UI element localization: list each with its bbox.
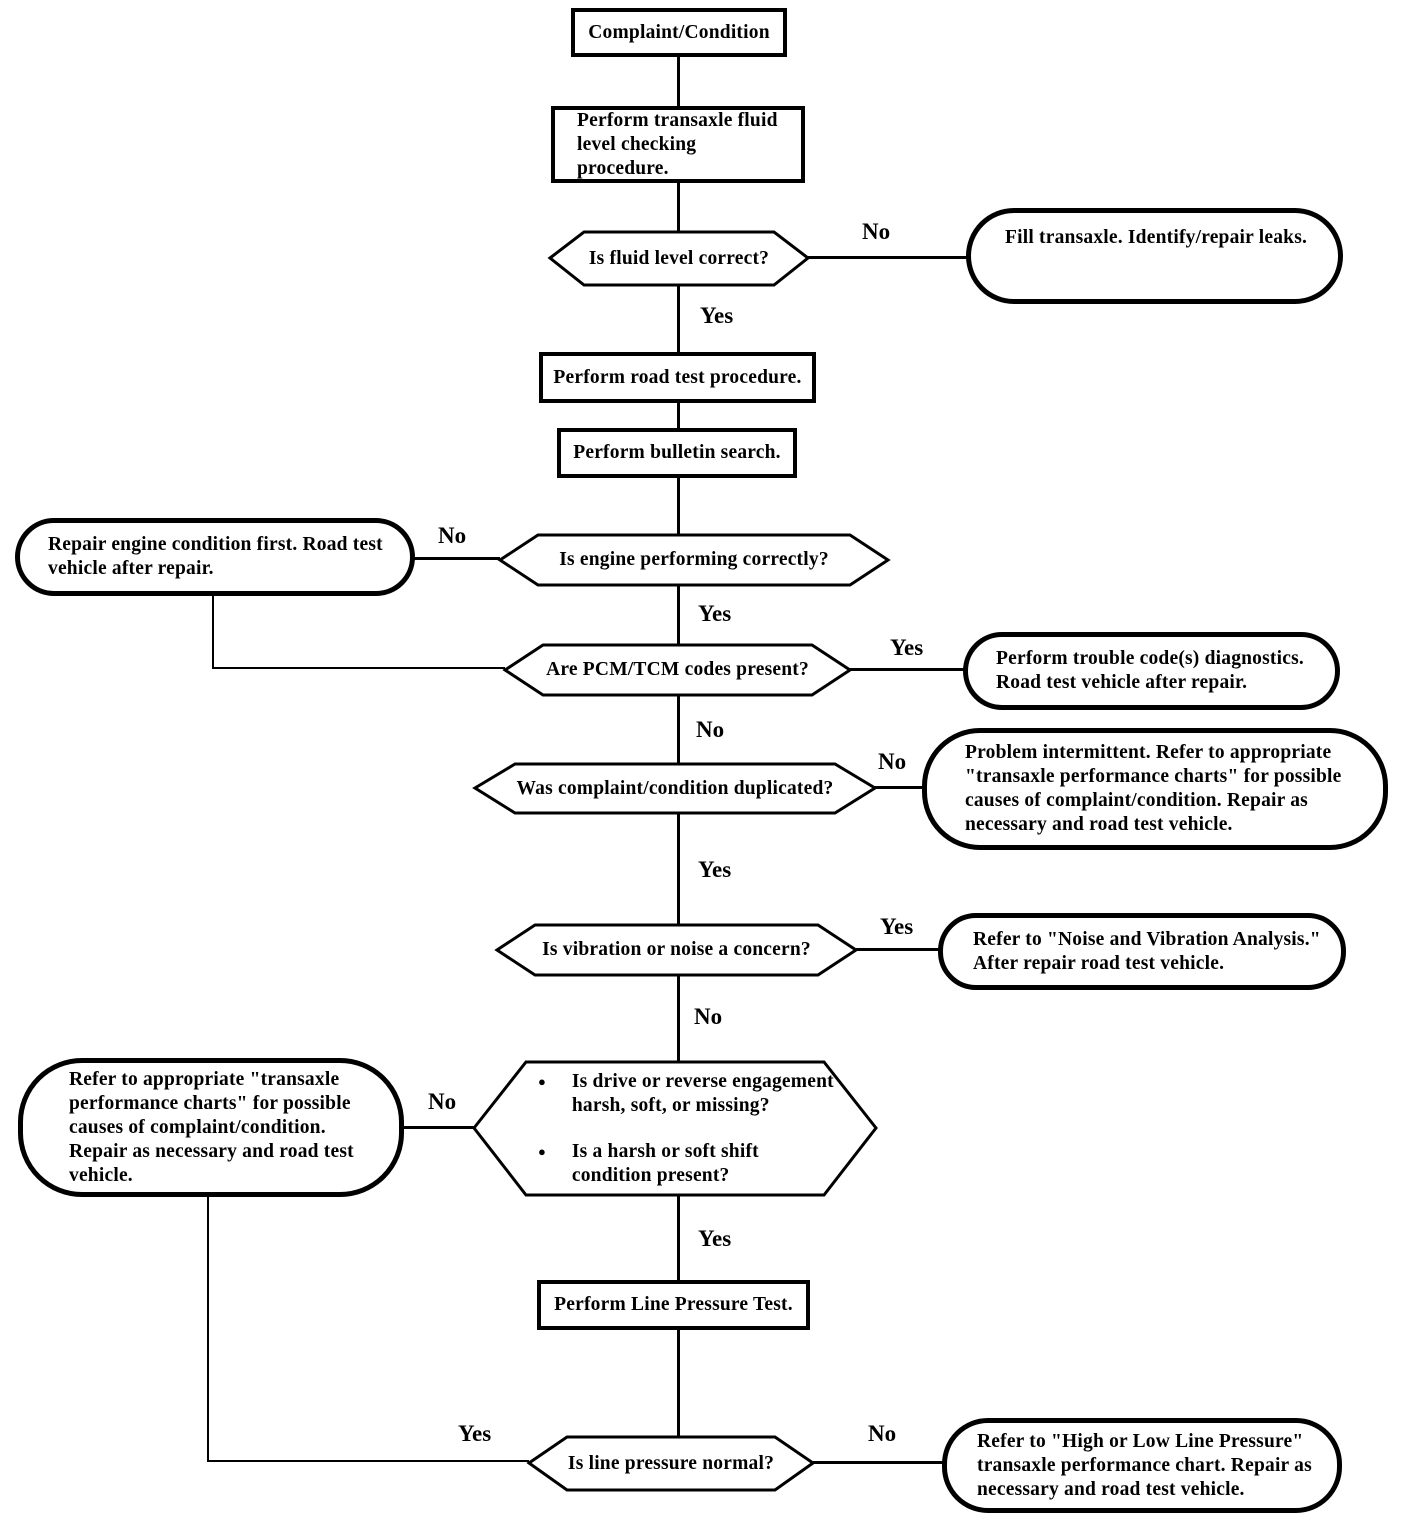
decision-bullet: Is a harsh or soft shift condition prese… bbox=[538, 1140, 838, 1188]
connector bbox=[413, 557, 500, 560]
connector bbox=[856, 948, 940, 951]
edge-label-no: No bbox=[694, 1004, 723, 1029]
node-label: Is a harsh or soft shift condition prese… bbox=[571, 1140, 759, 1186]
connector bbox=[677, 695, 680, 764]
node-trouble-code-diagnostics: Perform trouble code(s) diagnostics. Roa… bbox=[963, 632, 1340, 710]
edge-label-no: No bbox=[868, 1421, 897, 1446]
connector bbox=[677, 401, 680, 430]
edge-label-no: No bbox=[862, 219, 891, 244]
node-label: Perform Line Pressure Test. bbox=[554, 1294, 793, 1315]
node-high-low-line-pressure: Refer to "High or Low Line Pressure" tra… bbox=[942, 1418, 1342, 1513]
connector bbox=[212, 667, 505, 669]
decision-shape bbox=[526, 1435, 816, 1492]
node-complaint-condition: Complaint/Condition bbox=[571, 8, 787, 57]
connector bbox=[875, 786, 924, 789]
edge-label-yes: Yes bbox=[698, 857, 732, 882]
connector bbox=[677, 476, 680, 535]
connector bbox=[677, 285, 680, 354]
node-label: Is vibration or noise a concern? bbox=[542, 939, 811, 960]
edge-label-no: No bbox=[428, 1089, 457, 1114]
node-label: Perform transaxle fluid level checking p… bbox=[577, 109, 778, 179]
node-label: Perform trouble code(s) diagnostics. Roa… bbox=[996, 648, 1304, 693]
node-is-line-pressure-normal: Is line pressure normal? bbox=[526, 1435, 816, 1492]
node-line-pressure-test: Perform Line Pressure Test. bbox=[537, 1280, 810, 1330]
decision-bullet-list: Is drive or reverse engagement harsh, so… bbox=[472, 1070, 878, 1188]
node-label: Fill transaxle. Identify/repair leaks. bbox=[1005, 227, 1308, 248]
connector bbox=[677, 182, 680, 232]
connector bbox=[677, 813, 680, 925]
connector bbox=[850, 668, 965, 671]
edge-label-yes: Yes bbox=[890, 635, 924, 660]
node-label: Refer to appropriate "transaxle performa… bbox=[69, 1068, 354, 1186]
node-is-engine-performing-correctly: Is engine performing correctly? bbox=[497, 533, 891, 587]
connector bbox=[808, 256, 968, 259]
node-problem-intermittent: Problem intermittent. Refer to appropria… bbox=[922, 728, 1388, 850]
connector bbox=[677, 56, 680, 108]
node-label: Are PCM/TCM codes present? bbox=[546, 659, 809, 680]
connector bbox=[813, 1461, 944, 1464]
node-was-complaint-duplicated: Was complaint/condition duplicated? bbox=[472, 762, 878, 815]
edge-label-yes: Yes bbox=[458, 1421, 492, 1446]
connector bbox=[677, 1328, 680, 1437]
connector bbox=[207, 1197, 209, 1462]
decision-bullet: Is drive or reverse engagement harsh, so… bbox=[538, 1070, 838, 1118]
node-engagement-shift-questions: Is drive or reverse engagement harsh, so… bbox=[472, 1060, 878, 1197]
edge-label-yes: Yes bbox=[700, 303, 734, 328]
node-are-pcm-tcm-codes-present: Are PCM/TCM codes present? bbox=[502, 643, 853, 697]
connector bbox=[212, 596, 214, 669]
decision-shape bbox=[547, 230, 811, 287]
decision-shape bbox=[494, 923, 859, 977]
node-label: Is engine performing correctly? bbox=[559, 549, 829, 570]
node-bulletin-search: Perform bulletin search. bbox=[557, 428, 797, 478]
node-label: Problem intermittent. Refer to appropria… bbox=[965, 742, 1342, 835]
node-road-test: Perform road test procedure. bbox=[539, 352, 816, 403]
edge-label-no: No bbox=[696, 717, 725, 742]
decision-shape bbox=[472, 762, 878, 815]
node-fluid-level-check: Perform transaxle fluid level checking p… bbox=[551, 106, 805, 183]
node-label: Refer to "Noise and Vibration Analysis."… bbox=[973, 928, 1321, 974]
node-label: Refer to "High or Low Line Pressure" tra… bbox=[977, 1430, 1312, 1500]
edge-label-yes: Yes bbox=[880, 914, 914, 939]
decision-shape bbox=[502, 643, 853, 697]
node-label: Complaint/Condition bbox=[588, 21, 770, 43]
node-label: Is fluid level correct? bbox=[588, 247, 770, 269]
node-transaxle-performance-charts: Refer to appropriate "transaxle performa… bbox=[18, 1058, 404, 1197]
node-fill-transaxle: Fill transaxle. Identify/repair leaks. bbox=[966, 208, 1343, 304]
node-label: Is line pressure normal? bbox=[567, 1452, 775, 1474]
decision-shape bbox=[497, 533, 891, 587]
node-label: Repair engine condition first. Road test… bbox=[48, 534, 383, 579]
node-noise-vibration-analysis: Refer to "Noise and Vibration Analysis."… bbox=[938, 913, 1346, 990]
node-label: Is drive or reverse engagement harsh, so… bbox=[571, 1070, 834, 1116]
edge-label-no: No bbox=[878, 749, 907, 774]
node-repair-engine-first: Repair engine condition first. Road test… bbox=[15, 518, 415, 596]
edge-label-yes: Yes bbox=[698, 1226, 732, 1251]
node-label: Was complaint/condition duplicated? bbox=[516, 777, 834, 799]
connector bbox=[677, 975, 680, 1062]
node-is-vibration-or-noise-concern: Is vibration or noise a concern? bbox=[494, 923, 859, 977]
node-is-fluid-level-correct: Is fluid level correct? bbox=[547, 230, 811, 287]
node-label: Perform road test procedure. bbox=[553, 366, 802, 388]
edge-label-yes: Yes bbox=[698, 601, 732, 626]
edge-label-no: No bbox=[438, 523, 467, 548]
node-label: Perform bulletin search. bbox=[573, 442, 781, 463]
connector bbox=[677, 1195, 680, 1282]
connector bbox=[677, 585, 680, 645]
connector bbox=[207, 1460, 529, 1462]
connector bbox=[404, 1126, 474, 1129]
